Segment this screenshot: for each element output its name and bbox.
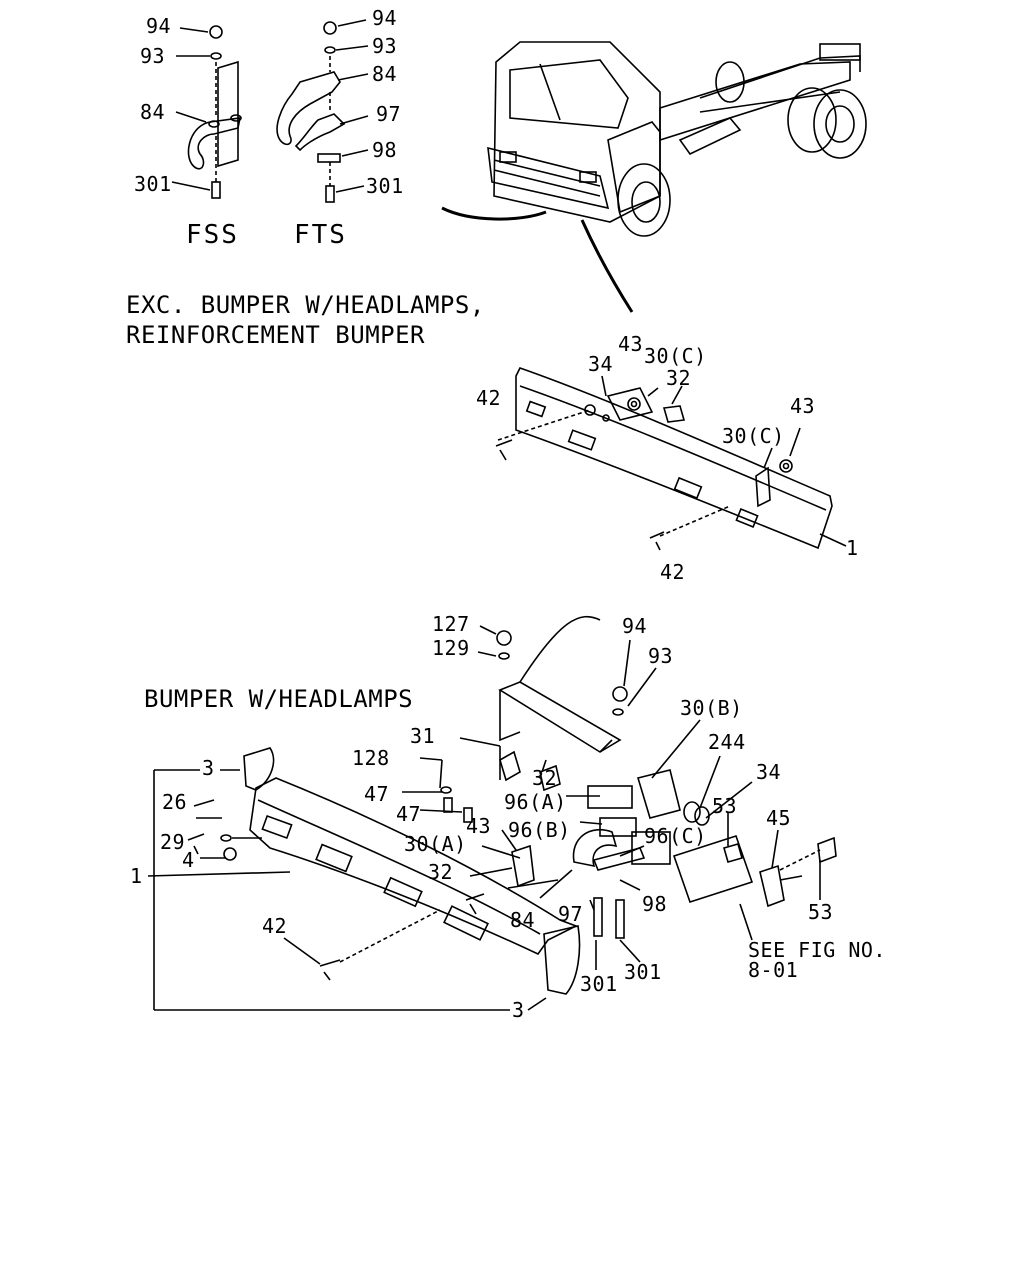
callout-94: 94 (146, 14, 172, 38)
callout-96b: 96(B) (508, 818, 571, 842)
callout-97: 97 (376, 102, 402, 126)
callout-94: 94 (372, 6, 398, 30)
callout-84: 84 (140, 100, 166, 124)
callout-30b: 30(B) (680, 696, 743, 720)
callout-97: 97 (558, 902, 584, 926)
callout-43: 43 (466, 814, 492, 838)
callout-301: 301 (624, 960, 662, 984)
callout-301: 301 (580, 972, 618, 996)
callout-43: 43 (618, 332, 644, 356)
callout-301: 301 (366, 174, 404, 198)
callout-29: 29 (160, 830, 186, 854)
fts-hook-assembly (276, 21, 346, 203)
callout-34: 34 (588, 352, 614, 376)
fss-hook-assembly (187, 25, 242, 199)
reference-note-line2: 8-01 (748, 958, 799, 982)
callout-98: 98 (642, 892, 668, 916)
section-title-exc-line2: REINFORCEMENT BUMPER (126, 321, 425, 349)
section-title-exc-line1: EXC. BUMPER W/HEADLAMPS, (126, 291, 485, 319)
callout-3: 3 (512, 998, 525, 1022)
callout-32: 32 (666, 366, 692, 390)
callout-42: 42 (476, 386, 502, 410)
callout-47: 47 (396, 802, 422, 826)
callout-4: 4 (182, 848, 195, 872)
callout-47: 47 (364, 782, 390, 806)
callout-30c: 30(C) (722, 424, 785, 448)
callout-127: 127 (432, 612, 470, 636)
headlamp-bumper (187, 615, 837, 995)
truck-illustration (487, 41, 867, 237)
callout-32: 32 (428, 860, 454, 884)
callout-30a: 30(A) (404, 832, 467, 856)
reference-note-line1: SEE FIG NO. (748, 938, 886, 962)
callout-129: 129 (432, 636, 470, 660)
callout-84: 84 (510, 908, 536, 932)
callout-93: 93 (648, 644, 674, 668)
callout-3: 3 (202, 756, 215, 780)
variant-fss: FSS (186, 220, 239, 250)
callout-94: 94 (622, 614, 648, 638)
callout-53: 53 (712, 794, 738, 818)
callout-93: 93 (372, 34, 398, 58)
callout-98: 98 (372, 138, 398, 162)
callout-84: 84 (372, 62, 398, 86)
callout-1: 1 (846, 536, 859, 560)
callout-31: 31 (410, 724, 436, 748)
callout-96c: 96(C) (644, 824, 707, 848)
callout-96a: 96(A) (504, 790, 567, 814)
callout-42: 42 (660, 560, 686, 584)
callout-244: 244 (708, 730, 746, 754)
callout-45: 45 (766, 806, 792, 830)
callout-1: 1 (130, 864, 143, 888)
callout-42: 42 (262, 914, 288, 938)
callout-32: 32 (532, 766, 558, 790)
callout-30c: 30(C) (644, 344, 707, 368)
callout-53: 53 (808, 900, 834, 924)
callout-128: 128 (352, 746, 390, 770)
callout-93: 93 (140, 44, 166, 68)
exc-bumper (495, 367, 833, 551)
section-title-headlamp: BUMPER W/HEADLAMPS (144, 685, 414, 713)
callout-43: 43 (790, 394, 816, 418)
callout-301: 301 (134, 172, 172, 196)
callout-26: 26 (162, 790, 188, 814)
callout-34: 34 (756, 760, 782, 784)
variant-fts: FTS (294, 220, 347, 250)
